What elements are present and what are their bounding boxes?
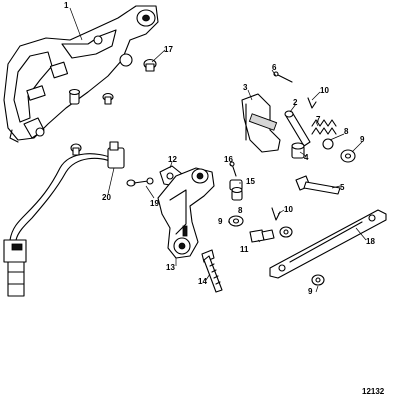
callout-13: 13 bbox=[166, 263, 175, 272]
callout-6: 6 bbox=[272, 63, 277, 72]
bolt-part-14 bbox=[201, 249, 223, 293]
pin-part-6 bbox=[273, 71, 293, 83]
bolt-part-11 bbox=[249, 229, 275, 243]
callout-7: 7 bbox=[316, 115, 321, 124]
callout-4: 4 bbox=[304, 153, 309, 162]
callout-9-middle: 9 bbox=[218, 217, 223, 226]
washer-part-9-top bbox=[340, 149, 356, 163]
pin-under-plate bbox=[68, 88, 81, 105]
washer-part-9-lower bbox=[279, 226, 293, 238]
callout-10-lower: 10 bbox=[284, 205, 293, 214]
rod-part-18 bbox=[269, 209, 387, 279]
callout-2: 2 bbox=[293, 98, 298, 107]
callout-labels: 1 17 6 3 10 2 7 8 9 4 5 16 15 12 8 9 10 … bbox=[64, 1, 375, 296]
callout-9-bottom: 9 bbox=[308, 287, 313, 296]
callout-19: 19 bbox=[150, 199, 159, 208]
bushing-part-4 bbox=[291, 142, 305, 159]
pin-part-16 bbox=[229, 161, 237, 177]
callout-15: 15 bbox=[246, 177, 255, 186]
screw-part-19 bbox=[126, 177, 154, 187]
callout-14: 14 bbox=[198, 277, 207, 286]
callout-11: 11 bbox=[240, 245, 249, 254]
bracket-plate-part-1 bbox=[3, 5, 159, 143]
callout-1: 1 bbox=[64, 1, 69, 10]
callout-18: 18 bbox=[366, 237, 375, 246]
clip-part-10-top bbox=[307, 97, 317, 109]
clip-part-10-lower bbox=[271, 207, 281, 221]
leader-lines bbox=[69, 7, 367, 293]
bracket-part-3 bbox=[241, 93, 281, 153]
callout-5: 5 bbox=[340, 183, 345, 192]
lever-arm-part-13 bbox=[157, 167, 215, 259]
reference-number: 12132 bbox=[362, 387, 385, 396]
washer-part-9-bottom bbox=[311, 274, 325, 286]
callout-17: 17 bbox=[164, 45, 173, 54]
callout-8-top: 8 bbox=[344, 127, 349, 136]
screw-near-sensor bbox=[70, 143, 82, 156]
sensor-harness-part-20 bbox=[3, 141, 125, 297]
washer-9-middle bbox=[228, 215, 244, 227]
callout-12: 12 bbox=[168, 155, 177, 164]
bushing-8-middle bbox=[231, 186, 243, 201]
bolt-part-5 bbox=[295, 175, 341, 195]
callout-10-top: 10 bbox=[320, 86, 329, 95]
callout-8-middle: 8 bbox=[238, 206, 243, 215]
callout-3: 3 bbox=[243, 83, 248, 92]
washer-part-8-top bbox=[322, 138, 334, 150]
spring-part-7 bbox=[311, 119, 337, 135]
callout-16: 16 bbox=[224, 155, 233, 164]
shaft-part-2 bbox=[284, 110, 311, 147]
callout-9-top: 9 bbox=[360, 135, 365, 144]
callout-20: 20 bbox=[102, 193, 111, 202]
bolt-part-17 bbox=[143, 58, 157, 72]
bolt-under-plate bbox=[102, 92, 114, 105]
